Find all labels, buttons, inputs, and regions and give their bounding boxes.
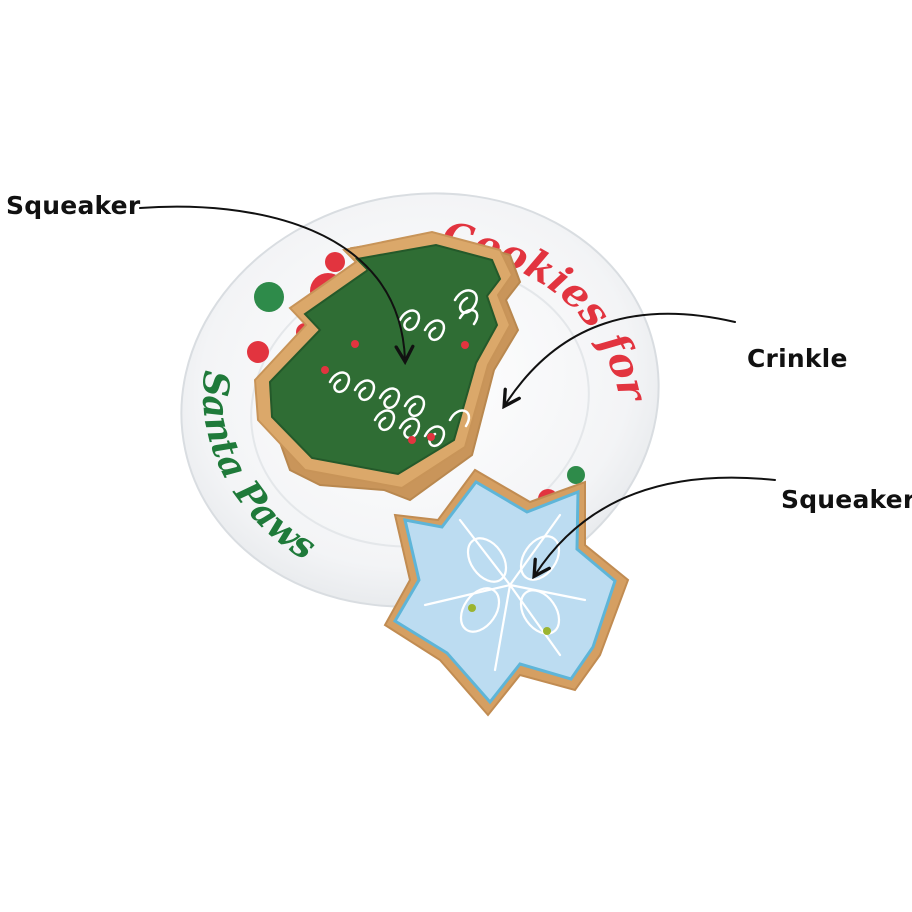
callout-label-squeaker-tree: Squeaker	[6, 191, 141, 220]
plate-dot	[247, 341, 269, 363]
callout-label-squeaker-star: Squeaker	[781, 485, 912, 514]
snowflake-cookie	[383, 468, 630, 717]
tree-cookie	[253, 230, 522, 502]
callout-arrows	[139, 205, 776, 575]
arrow-crinkle	[505, 312, 736, 405]
plate-dot	[254, 282, 284, 312]
arrow-squeaker-star	[535, 476, 776, 575]
callout-label-crinkle: Crinkle	[747, 344, 848, 373]
arrow-squeaker-tree	[139, 205, 405, 360]
plate-dot	[567, 466, 585, 484]
plate-dot	[325, 252, 345, 272]
